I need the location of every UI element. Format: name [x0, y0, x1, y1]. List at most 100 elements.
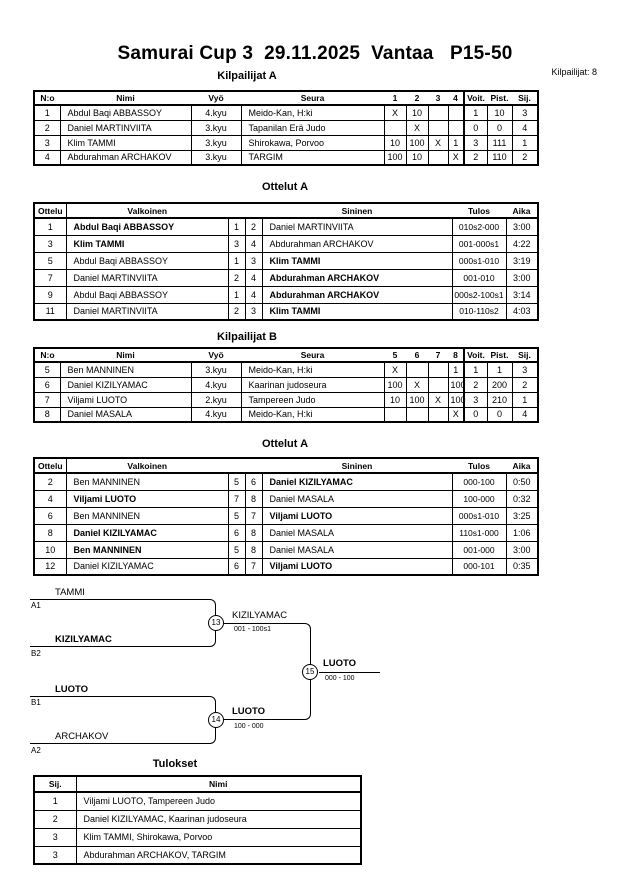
- table-cell: Klim TAMMI: [261, 251, 453, 270]
- table-cell: 3: [511, 361, 539, 378]
- table-cell: 1: [227, 217, 246, 236]
- header-cell: Ottelu: [34, 458, 66, 474]
- section-heading-kilpailijat-a: Kilpailijat A: [217, 70, 277, 82]
- table-cell: 3.kyu: [190, 119, 242, 136]
- header-cell: Voit.: [463, 348, 487, 363]
- header-cell: Pist.: [487, 91, 512, 106]
- match-score: 001 - 100s1: [234, 626, 271, 633]
- table-cell: X: [383, 361, 407, 378]
- table-cell: Abdurahman ARCHAKOV: [261, 234, 453, 253]
- table-cell: 10: [33, 540, 67, 559]
- table-cell: 7: [33, 268, 67, 287]
- table-cell: 5: [33, 361, 61, 378]
- table-cell: Ben MANNINEN: [65, 506, 229, 525]
- table-cell: Abdul Baqi ABBASSOY: [65, 217, 229, 236]
- table-cell: 1: [227, 285, 246, 304]
- match-score: 000 - 100: [325, 675, 355, 682]
- table-cell: Abdul Baqi ABBASSOY: [59, 104, 192, 121]
- table-cell: [427, 361, 449, 378]
- table-cell: 100: [405, 391, 429, 408]
- table-cell: 001-000: [451, 540, 507, 559]
- table-cell: [427, 406, 449, 423]
- table-cell: 0:32: [505, 489, 539, 508]
- table-cell: 2: [511, 376, 539, 393]
- table-cell: 1:06: [505, 523, 539, 542]
- table-cell: 000s1-010: [451, 506, 507, 525]
- table-cell: 3: [33, 845, 77, 865]
- table-cell: 4: [33, 489, 67, 508]
- table-cell: 1: [227, 251, 246, 270]
- bracket-seed-label: B1: [31, 698, 41, 707]
- table-cell: 0: [463, 119, 488, 136]
- table-cell: Daniel KIZILYAMAC: [261, 472, 453, 491]
- table-cell: 3:00: [505, 217, 539, 236]
- table-cell: 000s1-010: [451, 251, 507, 270]
- table-cell: Klim TAMMI: [59, 134, 192, 151]
- table-cell: 100: [447, 376, 466, 393]
- table-cell: 000-101: [451, 557, 507, 576]
- table-cell: 000s2-100s1: [451, 285, 507, 304]
- table-cell: 100: [383, 149, 407, 166]
- match-score: 100 - 000: [234, 723, 264, 730]
- match-winner-name: KIZILYAMAC: [232, 610, 288, 621]
- table-cell: Ben MANNINEN: [59, 361, 192, 378]
- table-cell: 3: [33, 234, 67, 253]
- table-cell: Viljami LUOTO: [65, 489, 229, 508]
- table-cell: Daniel KIZILYAMAC: [65, 557, 229, 576]
- table-cell: 3.kyu: [190, 149, 242, 166]
- header-cell: N:o: [34, 91, 60, 106]
- table-cell: 8: [33, 406, 61, 423]
- header-cell: Voit.: [463, 91, 487, 106]
- table-cell: 3:19: [505, 251, 539, 270]
- table-cell: [383, 119, 407, 136]
- table-cell: Ben MANNINEN: [65, 540, 229, 559]
- table-cell: 3: [244, 251, 263, 270]
- table-cell: 100-000: [451, 489, 507, 508]
- table-cell: 2: [33, 472, 67, 491]
- table-cell: 000-100: [451, 472, 507, 491]
- table-cell: 3:14: [505, 285, 539, 304]
- table-cell: 2: [511, 149, 539, 166]
- table-cell: 0: [486, 406, 513, 423]
- header-cell: [228, 458, 245, 474]
- table-cell: 7: [227, 489, 246, 508]
- table-cell: 4.kyu: [190, 376, 242, 393]
- table-cell: [427, 149, 449, 166]
- table-cell: Meido-Kan, H:ki: [240, 406, 385, 423]
- table-cell: 8: [33, 523, 67, 542]
- header-cell: Seura: [241, 348, 384, 363]
- table-cell: Viljami LUOTO: [59, 391, 192, 408]
- table-cell: X: [383, 104, 407, 121]
- table-cell: 3.kyu: [190, 361, 242, 378]
- table-cell: 4: [244, 234, 263, 253]
- table-cell: X: [427, 391, 449, 408]
- table-cell: [427, 104, 449, 121]
- table-cell: 5: [227, 506, 246, 525]
- table-cell: 1: [447, 134, 465, 151]
- table-cell: 2: [463, 376, 488, 393]
- table-cell: 3:00: [505, 540, 539, 559]
- table-cell: 8: [244, 489, 263, 508]
- header-cell: Sij.: [512, 91, 538, 106]
- section-heading-ottelut-b: Ottelut A: [261, 438, 309, 450]
- table-cell: 10: [405, 104, 429, 121]
- header-cell: Sij.: [34, 776, 76, 793]
- header-cell: Aika: [506, 458, 538, 474]
- table-cell: 10: [383, 134, 407, 151]
- table-cell: Daniel KIZILYAMAC: [59, 376, 192, 393]
- table-cell: Daniel KIZILYAMAC, Kaarinan judoseura: [75, 809, 362, 829]
- table-cell: Abdurahman ARCHAKOV: [59, 149, 192, 166]
- table-cell: 5: [227, 540, 246, 559]
- match-number-circle: 13: [208, 615, 224, 631]
